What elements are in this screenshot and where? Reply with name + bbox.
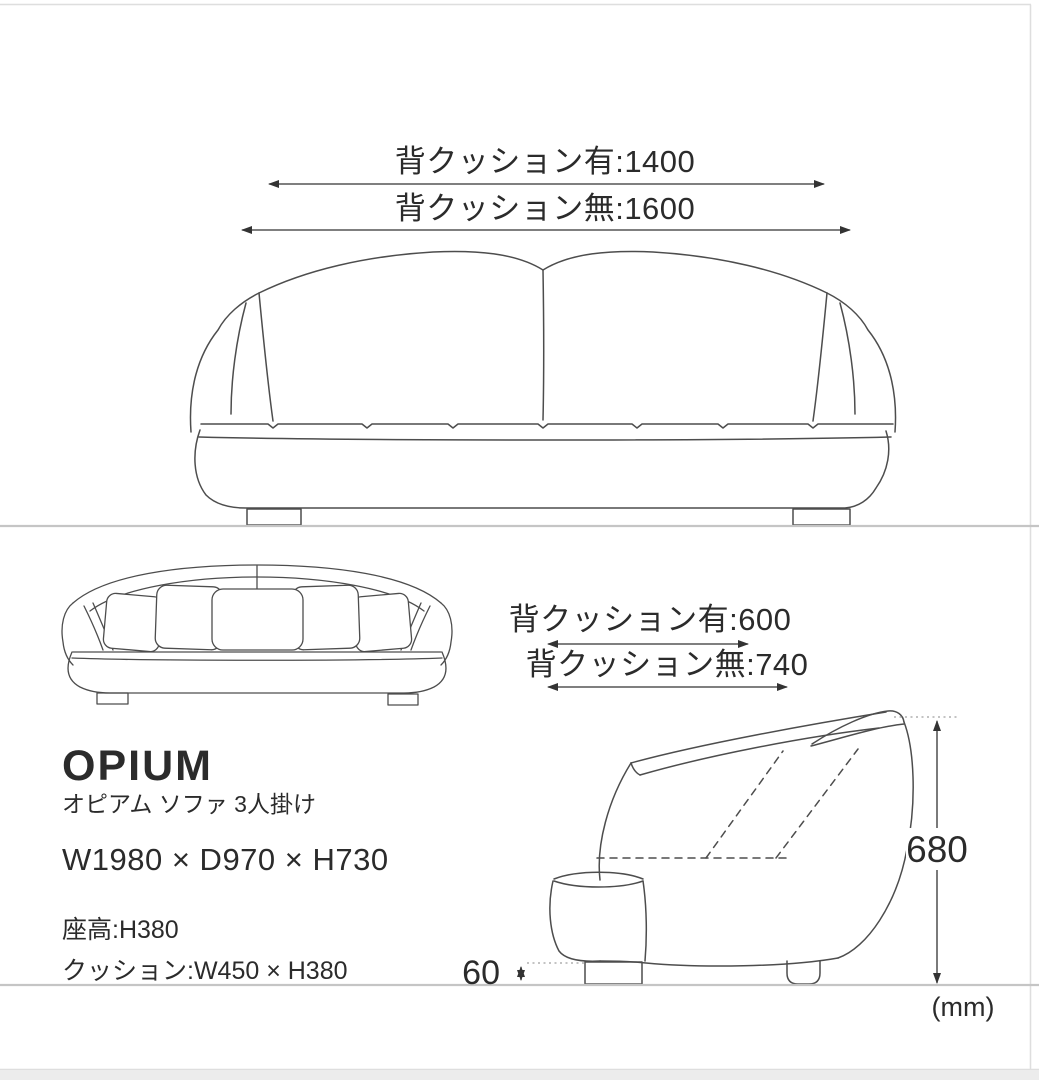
sofa-side-view-drawing	[549, 710, 914, 985]
side-height-dimension: 680	[894, 716, 968, 984]
side-seat-dashed-diagonal-1	[705, 750, 784, 859]
front-right-leg	[792, 508, 851, 526]
product-info: OPIUM オピアム ソファ 3人掛け W1980 × D970 × H730 …	[62, 742, 389, 985]
small-back-outer	[72, 564, 442, 604]
front-back-cushion-left-top	[258, 250, 544, 294]
product-seat-height: 座高:H380	[62, 916, 179, 944]
sofa-front-view-drawing	[189, 250, 897, 526]
side-top-rail-upper	[630, 711, 887, 764]
side-back-cushion-top	[811, 710, 905, 745]
height-label: 680	[906, 829, 968, 870]
front-left-arm-outer	[189, 292, 260, 433]
product-cushion-size: クッション:W450 × H380	[62, 957, 348, 985]
image-frame	[0, 3, 1039, 1080]
front-left-arm-inner	[230, 302, 247, 415]
side-leg-dimension: 60	[462, 954, 584, 992]
front-width-without-cushion-label: 背クッション無:1600	[395, 191, 696, 226]
side-back-right-edge	[837, 721, 914, 959]
height-label-mask	[906, 828, 968, 870]
front-seat-bottom-line	[198, 436, 892, 441]
side-depth-without-cushion-label: 背クッション無:740	[526, 647, 809, 682]
side-top-rail-lower	[639, 727, 880, 776]
side-view-dimensions: 背クッション有:600 背クッション無:740	[509, 602, 809, 691]
product-subtitle: オピアム ソファ 3人掛け	[62, 791, 316, 817]
side-seat-dashed-diagonal-2	[775, 748, 859, 859]
side-back-cushion-bottom	[810, 723, 905, 747]
product-name: OPIUM	[62, 742, 213, 790]
front-right-arm-outer	[826, 292, 897, 433]
side-arm-rim-top	[553, 871, 644, 880]
unit-label: (mm)	[932, 992, 995, 1022]
small-pillow-outer-left	[102, 592, 164, 653]
leg-height-label: 60	[462, 954, 500, 992]
front-back-cushion-right-top	[542, 250, 828, 294]
frame-bottom-band	[0, 1070, 1039, 1080]
front-width-with-cushion-label: 背クッション有:1400	[395, 144, 696, 179]
front-right-arm-inner	[839, 302, 856, 415]
side-depth-with-cushion-label: 背クッション有:600	[509, 602, 792, 637]
side-rear-leg	[786, 960, 821, 985]
small-pillow-outer-right	[351, 592, 413, 653]
small-right-arm-outer	[440, 602, 453, 666]
side-body-left-edge	[598, 762, 632, 881]
side-arm-front-face	[549, 880, 601, 962]
side-bottom-edge	[599, 957, 839, 967]
front-right-cushion-edge	[812, 292, 828, 422]
small-base-outline	[67, 651, 447, 694]
front-view-dimensions: 背クッション有:1400 背クッション無:1600	[241, 144, 851, 234]
small-seat-bottom-line	[71, 657, 443, 661]
front-center-seam	[542, 269, 545, 421]
product-overall-size: W1980 × D970 × H730	[62, 842, 389, 877]
front-seat-top-line	[200, 423, 894, 429]
side-front-leg	[584, 961, 643, 985]
small-left-arm-outer	[61, 602, 74, 666]
front-left-leg	[246, 508, 302, 526]
side-arm-rim-bottom	[553, 880, 644, 888]
side-arm-body-seam	[642, 880, 648, 962]
small-pillow-center	[211, 588, 304, 651]
front-base-outline	[194, 429, 890, 509]
sofa-front-view-with-cushions-drawing	[61, 564, 453, 706]
side-top-rail-end	[630, 762, 641, 776]
front-left-cushion-edge	[258, 292, 274, 422]
small-right-leg	[387, 693, 419, 706]
small-left-leg	[96, 692, 129, 705]
